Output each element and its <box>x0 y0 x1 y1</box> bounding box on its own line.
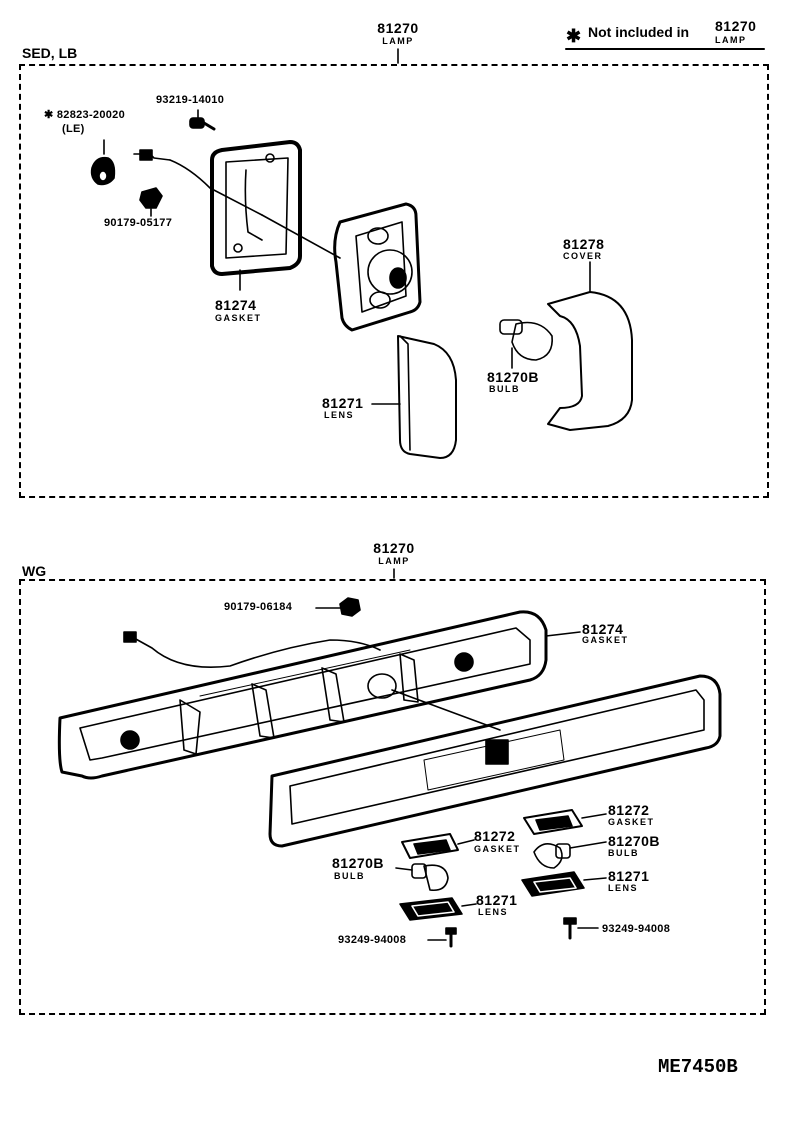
part-label-81278: 81278 <box>563 236 605 252</box>
part-label-90179-05177: 90179-05177 <box>104 217 173 229</box>
housing-icon <box>333 202 422 332</box>
screw-icon <box>189 109 216 131</box>
lens-small-icon-left <box>399 897 477 921</box>
part-desc-81271: LENS <box>324 410 355 420</box>
part-label-81274-wg: 81274 <box>582 621 624 637</box>
note-part-desc: LAMP <box>715 35 747 45</box>
screw-icon-wg-right <box>563 917 599 940</box>
part-label-93249-94008-right: 93249-94008 <box>602 923 671 935</box>
part-desc-81272-right: GASKET <box>608 817 655 827</box>
section-title-wg: WG <box>22 563 47 579</box>
note-text: Not included in <box>588 24 690 40</box>
part-label-81272-right: 81272 <box>608 802 650 818</box>
gasket-small-icon <box>401 833 475 859</box>
part-label-90179-06184: 90179-06184 <box>224 601 293 613</box>
assembly-part-desc: LAMP <box>382 36 414 46</box>
section-frame-wg <box>19 579 766 1015</box>
part-label-81272-left: 81272 <box>474 828 516 844</box>
part-label-81274: 81274 <box>215 297 257 313</box>
part-desc-81274: GASKET <box>215 313 262 323</box>
bulb-icon-wg-left <box>395 863 449 892</box>
part-desc-81270b: BULB <box>489 384 520 394</box>
nut-icon <box>139 187 163 217</box>
part-label-81270b-left: 81270B <box>332 855 385 871</box>
bulb-icon <box>499 319 553 369</box>
wire-connector-icon <box>133 149 341 259</box>
part-label-82823-20020: ✱ 82823-20020 <box>44 109 126 121</box>
part-desc-81271-right: LENS <box>608 883 639 893</box>
section-frame-sed-lb <box>19 64 769 498</box>
drawing-code: ME7450B <box>658 1056 738 1078</box>
part-label-93249-94008-left: 93249-94008 <box>338 934 407 946</box>
nut-icon-wg <box>315 597 361 617</box>
gasket-small-icon-right <box>523 809 607 835</box>
part-desc-81272-left: GASKET <box>474 844 521 854</box>
lens-small-icon-right <box>521 871 607 897</box>
bulb-icon-wg-right <box>533 841 607 869</box>
wire-connector-icon-wg <box>123 631 501 731</box>
part-label-81271-left: 81271 <box>476 892 518 908</box>
note-part-number: 81270 <box>715 18 757 34</box>
part-desc-81274-wg: GASKET <box>582 635 629 645</box>
cover-icon <box>547 261 633 431</box>
assembly-part-number: 81270 <box>377 20 419 36</box>
assembly-part-number-wg: 81270 <box>373 540 415 556</box>
screw-icon-wg-left <box>427 927 457 948</box>
socket-icon <box>90 139 116 186</box>
part-label-81270b: 81270B <box>487 369 540 385</box>
part-desc-81270b-left: BULB <box>334 871 365 881</box>
lens-icon <box>371 335 457 459</box>
lens-bar-icon <box>268 674 722 848</box>
part-label-81271-right: 81271 <box>608 868 650 884</box>
assembly-part-desc-wg: LAMP <box>378 556 410 566</box>
housing-long-icon <box>57 610 581 780</box>
part-label-81270b-right: 81270B <box>608 833 661 849</box>
part-desc-81278: COVER <box>563 251 603 261</box>
part-desc-81270b-right: BULB <box>608 848 639 858</box>
part-label-81271: 81271 <box>322 395 364 411</box>
part-desc-82823-20020: (LE) <box>62 123 85 135</box>
gasket-icon <box>210 140 302 291</box>
note-asterisk: ✱ <box>566 26 582 46</box>
section-title-sed-lb: SED, LB <box>22 45 78 61</box>
part-label-93219-14010: 93219-14010 <box>156 94 225 106</box>
part-desc-81271-left: LENS <box>478 907 509 917</box>
